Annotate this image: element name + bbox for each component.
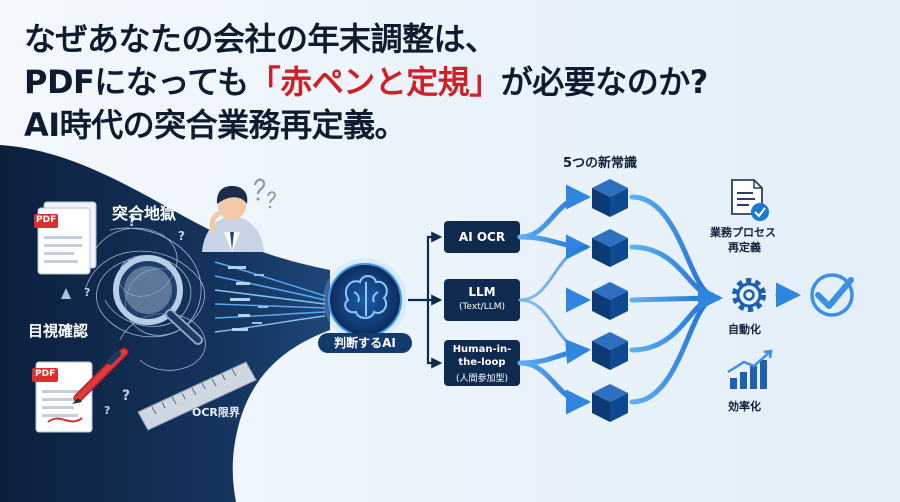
question-mark: ? — [104, 404, 110, 417]
worried-person-icon — [202, 178, 276, 252]
flow-curves-to-outcome — [629, 194, 723, 405]
question-mark: ? — [84, 286, 90, 299]
pdf-document-bottom — [32, 361, 93, 433]
reconciliation-hell-label: 突合地獄 — [112, 204, 177, 223]
page-title: なぜあなたの会社の年末調整は、 PDFになっても「赤ペンと定規」が必要なのか? … — [24, 18, 708, 147]
branch-sublabel-llm: (Text/LLM) — [458, 302, 506, 312]
branch-label-human-line2: the-loop — [458, 357, 506, 368]
five-new-norms-heading: 5つの新常識 — [563, 156, 638, 171]
title-line-2-start: PDFになっても — [24, 63, 249, 101]
ocr-limit-label: OCR限界 — [192, 406, 240, 419]
ruler-icon — [137, 361, 257, 431]
judging-ai-label: 判断するAI — [318, 333, 412, 353]
branch-box-human-in-the-loop — [444, 340, 520, 386]
bar-chart-growth-icon — [727, 349, 773, 389]
question-marks: ? ? ? ? ? — [84, 214, 185, 417]
title-accent-red-pen-ruler: 「赤ペンと定規」 — [248, 63, 502, 101]
title-line-2: PDFになっても「赤ペンと定規」が必要なのか? — [24, 61, 708, 104]
pdf-tag-top: PDF — [36, 215, 57, 225]
pdf-tag-bottom: PDF — [35, 369, 56, 379]
branch-label-ai-ocr: AI OCR — [458, 230, 506, 244]
title-line-3: AI時代の突合業務再定義。 — [24, 106, 407, 144]
branch-box-ai-ocr — [444, 221, 520, 253]
title-line-2-end: が必要なのか? — [500, 63, 709, 101]
process-redefinition-label-1: 業務プロセス — [710, 226, 776, 239]
pdf-documents-top — [34, 201, 97, 275]
branch-sublabel-human: (人間参加型) — [455, 374, 509, 384]
process-redefinition-label-2: 再定義 — [728, 241, 761, 254]
branch-label-human-line1: Human-in- — [452, 344, 512, 355]
cube-4 — [592, 332, 628, 370]
warning-triangle-icon — [61, 288, 71, 299]
flow-curves-to-cubes — [517, 184, 591, 415]
magnifier-icon — [113, 255, 203, 345]
question-mark: ? — [122, 388, 130, 404]
cube-5 — [592, 384, 628, 422]
gear-icon — [732, 278, 766, 312]
efficiency-label: 効率化 — [728, 400, 761, 413]
red-pen-icon — [72, 347, 129, 404]
cube-1 — [592, 179, 628, 217]
question-mark: ? — [128, 214, 136, 230]
cube-2 — [592, 229, 628, 267]
branch-label-llm: LLM — [468, 285, 496, 299]
hub-branch-arrows — [408, 231, 443, 369]
ai-hub — [323, 258, 407, 342]
document-check-icon — [731, 179, 769, 221]
question-mark: ? — [178, 229, 185, 243]
title-line-1: なぜあなたの会社の年末調整は、 — [24, 20, 497, 58]
brain-icon — [344, 275, 388, 319]
branch-box-llm — [444, 279, 520, 321]
data-beams — [214, 261, 326, 333]
visual-check-label: 目視確認 — [28, 322, 89, 340]
cube-3 — [592, 282, 628, 320]
automation-label: 自動化 — [728, 323, 761, 336]
checkmark-icon — [810, 273, 854, 317]
